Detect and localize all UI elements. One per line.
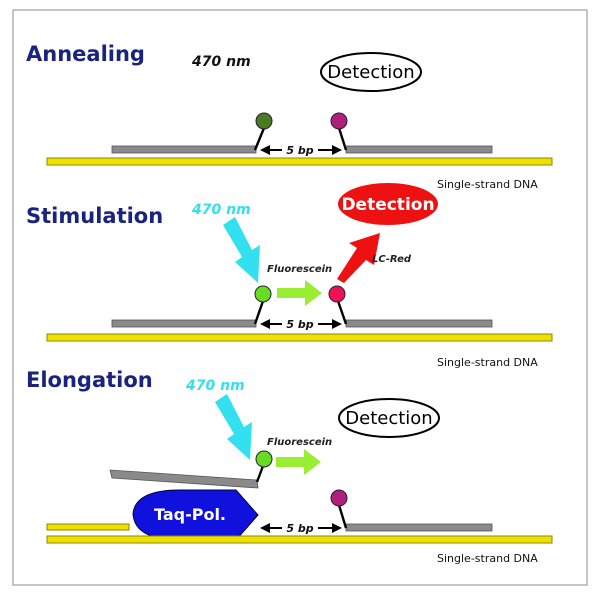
excitation-arrow-stimulation bbox=[223, 217, 260, 283]
excitation-arrow-elongation bbox=[215, 394, 252, 460]
acceptor-probe bbox=[345, 523, 493, 532]
donor-fluorophore bbox=[254, 285, 272, 303]
dna-strand bbox=[46, 157, 553, 166]
spacing-label-elongation: 5 bp bbox=[286, 522, 313, 535]
detection-ellipse-elongation bbox=[338, 398, 440, 438]
panel-stimulation: Stimulation 470 nm Fluorescein Detection… bbox=[26, 183, 553, 369]
panel-elongation: Elongation 470 nm Detection Fluorescein … bbox=[26, 368, 553, 565]
new-strand bbox=[46, 523, 130, 531]
displaced-donor-probe bbox=[109, 469, 259, 489]
panel-title-elongation: Elongation bbox=[26, 368, 153, 392]
acceptor-probe bbox=[345, 145, 493, 154]
detection-label-stimulation: Detection bbox=[341, 195, 434, 215]
acceptor-fluorophore bbox=[328, 285, 346, 303]
donor-fluorophore bbox=[255, 450, 273, 468]
donor-label-elongation: Fluorescein bbox=[267, 437, 332, 448]
wavelength-label-stimulation: 470 nm bbox=[191, 202, 251, 218]
strand-label-stimulation: Single-strand DNA bbox=[437, 356, 538, 369]
detection-ellipse-annealing bbox=[320, 52, 422, 92]
acceptor-fluorophore bbox=[330, 112, 348, 130]
donor-emission-arrow bbox=[276, 449, 321, 475]
dna-strand bbox=[46, 333, 553, 342]
emission-arrow-red bbox=[337, 233, 380, 283]
donor-label-stimulation: Fluorescein bbox=[267, 264, 332, 275]
taq-polymerase bbox=[132, 489, 259, 541]
panel-title-stimulation: Stimulation bbox=[26, 204, 163, 228]
detection-ellipse-stimulation bbox=[338, 183, 438, 225]
dna-strand bbox=[46, 535, 553, 544]
spacing-label-stimulation: 5 bp bbox=[286, 318, 313, 331]
wavelength-label-elongation: 470 nm bbox=[185, 378, 245, 394]
acceptor-fluorophore bbox=[330, 489, 348, 507]
donor-probe bbox=[111, 319, 257, 328]
acceptor-label-stimulation: LC-Red bbox=[372, 254, 412, 265]
donor-probe bbox=[111, 145, 257, 154]
wavelength-label-annealing: 470 nm bbox=[191, 54, 251, 70]
panel-annealing: Annealing 470 nm Detection 5 bp Single-s… bbox=[26, 42, 553, 191]
enzyme-label: Taq-Pol. bbox=[154, 505, 226, 524]
fret-transfer-arrow bbox=[277, 280, 322, 306]
donor-fluorophore bbox=[255, 112, 273, 130]
panel-title-annealing: Annealing bbox=[26, 42, 145, 66]
strand-label-annealing: Single-strand DNA bbox=[437, 178, 538, 191]
detection-label-elongation: Detection bbox=[345, 408, 432, 429]
spacing-label-annealing: 5 bp bbox=[286, 144, 313, 157]
strand-label-elongation: Single-strand DNA bbox=[437, 552, 538, 565]
acceptor-probe bbox=[345, 319, 493, 328]
detection-label-annealing: Detection bbox=[327, 62, 414, 83]
